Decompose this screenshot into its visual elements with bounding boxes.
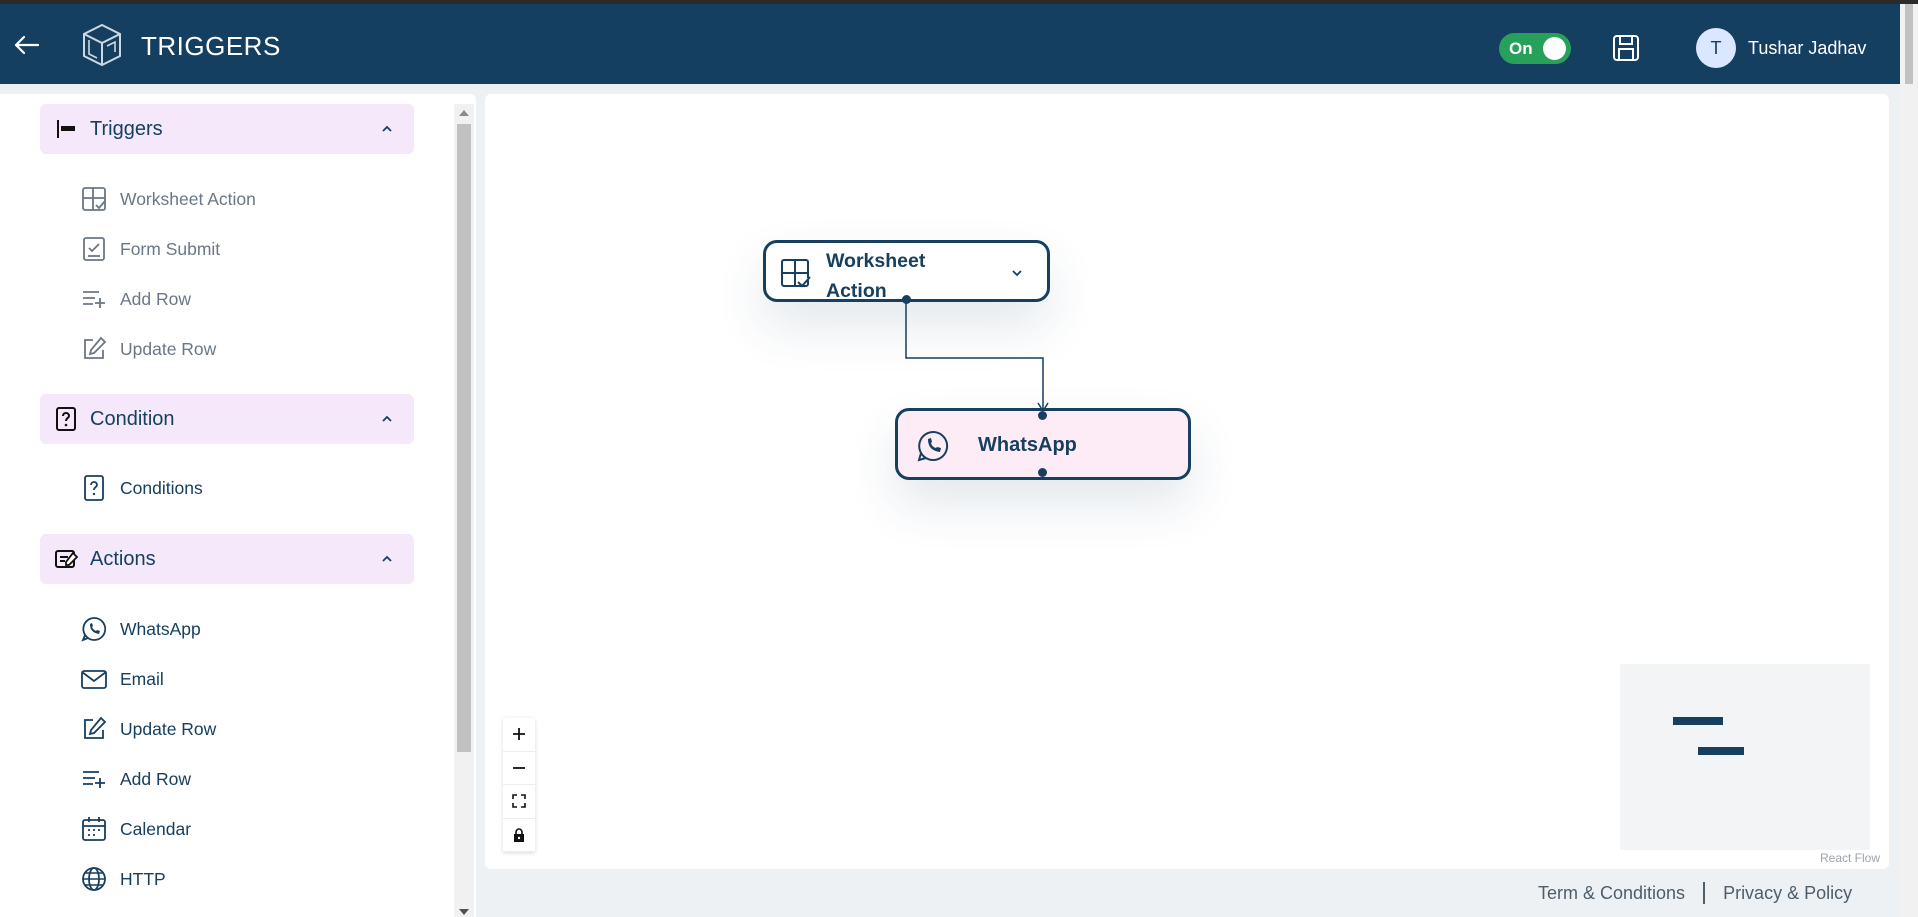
node-label: Worksheet Action xyxy=(826,250,926,302)
app-header: TRIGGERS On T Tushar Jadhav xyxy=(0,4,1900,84)
section-label: Triggers xyxy=(90,118,163,140)
sidebar-item-conditions[interactable]: Conditions xyxy=(80,471,203,505)
section-header-actions[interactable]: Actions xyxy=(40,534,414,584)
react-flow-attribution[interactable]: React Flow xyxy=(1820,851,1881,865)
sidebar-item-label: Update Row xyxy=(120,338,217,359)
back-button[interactable] xyxy=(12,30,42,60)
list-plus-icon xyxy=(80,285,108,313)
trigger-bar-icon xyxy=(57,120,75,138)
worksheet-icon xyxy=(80,185,108,213)
whatsapp-icon xyxy=(80,615,108,643)
sidebar-item-worksheet-action[interactable]: Worksheet Action xyxy=(80,182,256,216)
sidebar-item-label: Form Submit xyxy=(120,238,221,259)
form-check-icon xyxy=(80,235,108,263)
chevron-up-icon xyxy=(382,125,392,132)
globe-icon xyxy=(80,865,108,893)
fullscreen-icon xyxy=(512,794,526,809)
sidebar-item-label: Update Row xyxy=(120,718,217,739)
sidebar-item-update-row[interactable]: Update Row xyxy=(80,332,216,366)
sidebar-item-label: Add Row xyxy=(120,288,192,309)
terms-link[interactable]: Term & Conditions xyxy=(1538,882,1686,903)
node-label: WhatsApp xyxy=(978,434,1077,456)
sidebar-item-label: Calendar xyxy=(120,818,192,839)
arrow-left-icon xyxy=(14,35,40,55)
active-toggle[interactable]: On xyxy=(1499,33,1571,64)
sidebar-item-update-row-action[interactable]: Update Row xyxy=(80,712,216,746)
user-menu[interactable]: T Tushar Jadhav xyxy=(1696,28,1866,68)
sidebar-item-http[interactable]: HTTP xyxy=(80,862,166,896)
app-title: TRIGGERS xyxy=(141,31,281,61)
fit-view-button[interactable] xyxy=(503,785,535,819)
scroll-down-arrow-icon[interactable] xyxy=(459,909,469,915)
minus-icon xyxy=(513,766,525,769)
edit-icon xyxy=(80,715,108,743)
sidebar-item-label: HTTP xyxy=(120,868,166,889)
user-name: Tushar Jadhav xyxy=(1748,37,1867,58)
window-top-border xyxy=(0,0,1918,4)
flow-node-worksheet-action[interactable]: Worksheet Action xyxy=(763,240,1050,302)
zoom-controls xyxy=(503,718,535,852)
sidebar-item-whatsapp[interactable]: WhatsApp xyxy=(80,612,201,646)
minimap-node xyxy=(1673,717,1723,725)
sidebar-item-form-submit[interactable]: Form Submit xyxy=(80,232,220,266)
section-label: Actions xyxy=(90,548,156,570)
toggle-knob xyxy=(1543,37,1566,60)
edit-icon xyxy=(80,335,108,363)
plus-icon xyxy=(513,728,525,741)
sidebar-item-label: WhatsApp xyxy=(120,618,201,639)
node-source-handle[interactable] xyxy=(1038,468,1047,477)
minimap-node xyxy=(1698,747,1744,755)
question-file-icon xyxy=(80,474,108,502)
sidebar-item-label: Add Row xyxy=(120,768,192,789)
footer-links: Term & Conditions Privacy & Policy xyxy=(1538,882,1852,904)
mail-icon xyxy=(80,665,108,693)
chevron-up-icon xyxy=(382,555,392,562)
minimap[interactable] xyxy=(1620,664,1870,850)
whatsapp-icon xyxy=(917,430,949,462)
zoom-in-button[interactable] xyxy=(503,718,535,752)
question-file-icon xyxy=(56,407,76,431)
flow-node-whatsapp[interactable]: WhatsApp xyxy=(895,408,1191,480)
sidebar-item-calendar[interactable]: Calendar xyxy=(80,812,191,846)
page-scrollbar[interactable] xyxy=(1900,4,1918,917)
section-header-condition[interactable]: Condition xyxy=(40,394,414,444)
sidebar xyxy=(0,94,476,917)
zoom-out-button[interactable] xyxy=(503,752,535,785)
sidebar-item-email[interactable]: Email xyxy=(80,662,164,696)
chevron-up-icon xyxy=(382,415,392,422)
sidebar-item-label: Email xyxy=(120,668,164,689)
node-source-handle[interactable] xyxy=(902,295,911,304)
save-icon[interactable] xyxy=(1610,32,1642,64)
footer-divider xyxy=(1703,882,1706,904)
sidebar-scrollbar-thumb[interactable] xyxy=(457,124,471,752)
sidebar-item-add-row-action[interactable]: Add Row xyxy=(80,762,191,796)
worksheet-icon xyxy=(781,259,811,288)
calendar-icon xyxy=(80,815,108,843)
section-header-triggers[interactable]: Triggers xyxy=(40,104,414,154)
sidebar-scrollbar[interactable] xyxy=(454,104,474,917)
avatar: T xyxy=(1696,28,1736,68)
scroll-up-arrow-icon[interactable] xyxy=(459,110,469,116)
page-scrollbar-thumb[interactable] xyxy=(1905,4,1913,84)
chevron-down-icon[interactable] xyxy=(1009,265,1025,281)
toggle-label: On xyxy=(1509,39,1533,58)
node-target-handle[interactable] xyxy=(1038,411,1047,420)
cube-logo-icon xyxy=(83,23,121,67)
privacy-link[interactable]: Privacy & Policy xyxy=(1723,882,1853,903)
sidebar-item-label: Worksheet Action xyxy=(120,188,256,209)
action-edit-icon xyxy=(55,550,78,568)
section-label: Condition xyxy=(90,408,175,430)
lock-button[interactable] xyxy=(503,819,535,852)
sidebar-item-label: Conditions xyxy=(120,477,203,498)
sidebar-item-add-row[interactable]: Add Row xyxy=(80,282,191,316)
lock-icon xyxy=(514,828,524,842)
list-plus-icon xyxy=(80,765,108,793)
